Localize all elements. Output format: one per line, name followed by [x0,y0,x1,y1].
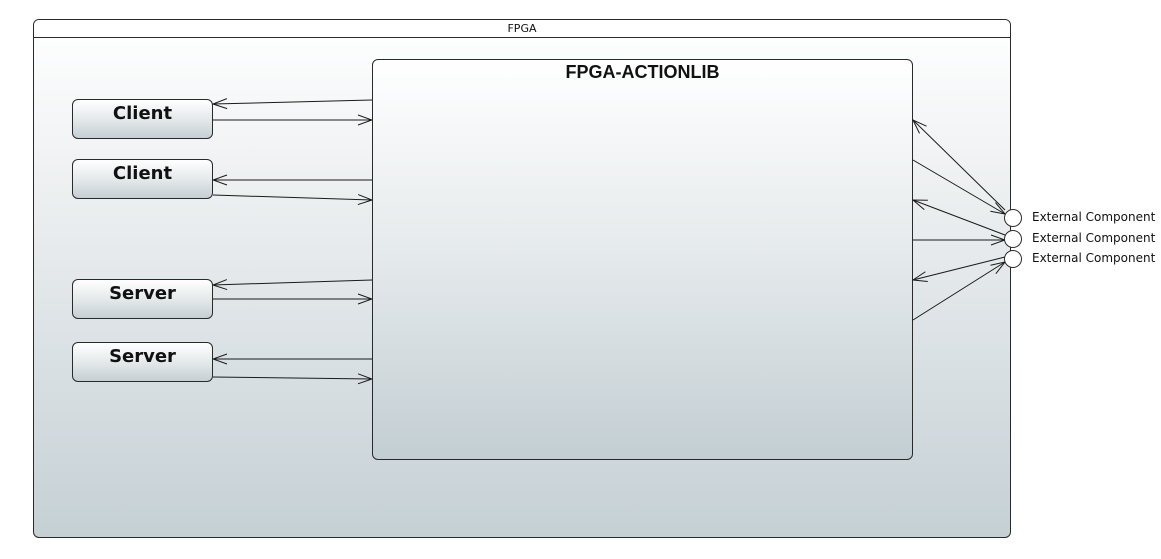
fpga-title-bar: FPGA [34,20,1010,38]
server-node-2-label: Server [109,346,176,367]
client-node-1[interactable]: Client [72,99,213,139]
server-node-1-label: Server [109,283,176,304]
external-component-label-2: External Component [1032,231,1156,245]
client-node-1-label: Client [112,103,173,124]
server-node-2[interactable]: Server [72,342,213,382]
external-component-label-3: External Component [1032,251,1156,265]
client-node-2[interactable]: Client [72,159,213,199]
external-port-1[interactable] [1004,209,1022,227]
fpga-title: FPGA [507,22,537,35]
client-node-2-label: Client [112,163,173,184]
external-port-2[interactable] [1004,230,1022,248]
external-component-label-1: External Component [1032,210,1156,224]
actionlib-block[interactable]: FPGA-ACTIONLIB [372,59,913,460]
server-node-1[interactable]: Server [72,279,213,319]
external-port-3[interactable] [1004,250,1022,268]
actionlib-title: FPGA-ACTIONLIB [565,62,720,82]
